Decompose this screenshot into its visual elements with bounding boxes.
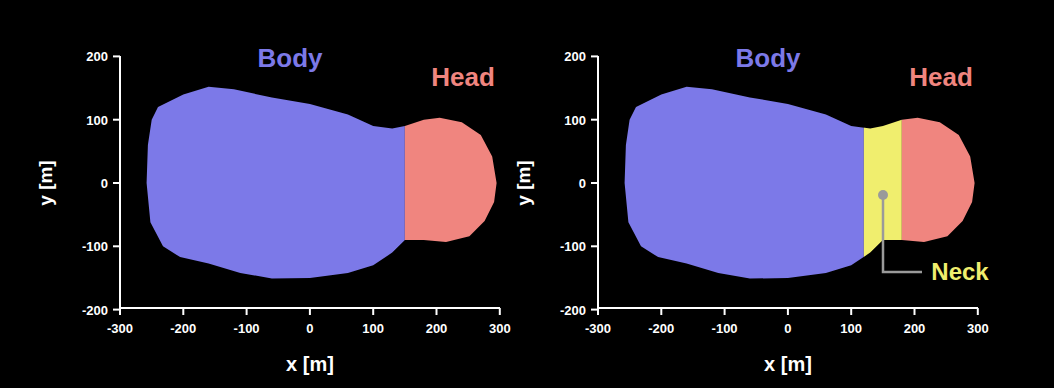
tick-label: -100 — [82, 240, 108, 253]
region-label: Head — [431, 64, 495, 90]
tick-label: 100 — [86, 113, 108, 126]
tick-label: 100 — [564, 113, 586, 126]
y-tick — [113, 119, 120, 121]
tick-label: -100 — [712, 322, 738, 335]
tick-label: 200 — [564, 50, 586, 63]
y-tick — [113, 245, 120, 247]
tick-label: -300 — [107, 322, 133, 335]
y-tick — [591, 309, 598, 311]
tick-label: 100 — [840, 322, 862, 335]
x-tick — [436, 308, 438, 315]
body-region — [147, 87, 405, 279]
axis-title: y [m] — [36, 160, 55, 205]
y-tick — [591, 182, 598, 184]
x-tick — [914, 308, 916, 315]
tick-label: 300 — [967, 322, 989, 335]
head-region — [405, 87, 497, 279]
tick-label: -300 — [585, 322, 611, 335]
x-tick — [246, 308, 248, 315]
x-tick — [850, 308, 852, 315]
y-tick — [113, 309, 120, 311]
tick-label: -200 — [648, 322, 674, 335]
x-tick — [787, 308, 789, 315]
tick-label: 0 — [101, 177, 108, 190]
y-tick — [591, 55, 598, 57]
x-tick — [597, 308, 599, 315]
y-tick — [591, 245, 598, 247]
region-label: Neck — [931, 260, 988, 284]
tick-label: 100 — [362, 322, 384, 335]
x-tick — [119, 308, 121, 315]
tick-label: -200 — [170, 322, 196, 335]
x-tick — [372, 308, 374, 315]
region-label: Body — [736, 45, 801, 71]
axis-title: x [m] — [286, 354, 334, 374]
x-tick — [660, 308, 662, 315]
tick-label: -100 — [234, 322, 260, 335]
tick-label: 200 — [426, 322, 448, 335]
tick-label: 0 — [784, 322, 791, 335]
head-region — [902, 87, 975, 279]
tick-label: -100 — [560, 240, 586, 253]
leader-line — [883, 195, 922, 272]
tick-label: 0 — [306, 322, 313, 335]
y-tick — [113, 182, 120, 184]
y-tick — [113, 55, 120, 57]
x-tick — [499, 308, 501, 315]
x-tick — [977, 308, 979, 315]
tick-label: 0 — [579, 177, 586, 190]
y-tick — [591, 119, 598, 121]
x-tick — [309, 308, 311, 315]
tick-label: 200 — [904, 322, 926, 335]
body-region — [625, 87, 864, 279]
tick-label: -200 — [560, 303, 586, 316]
region-label: Head — [909, 64, 973, 90]
x-tick — [182, 308, 184, 315]
neck-region — [864, 87, 902, 279]
x-tick — [724, 308, 726, 315]
tick-label: 200 — [86, 50, 108, 63]
axis-title: y [m] — [514, 160, 533, 205]
region-label: Body — [258, 45, 323, 71]
axis-title: x [m] — [764, 354, 812, 374]
tick-label: -200 — [82, 303, 108, 316]
tick-label: 300 — [489, 322, 511, 335]
